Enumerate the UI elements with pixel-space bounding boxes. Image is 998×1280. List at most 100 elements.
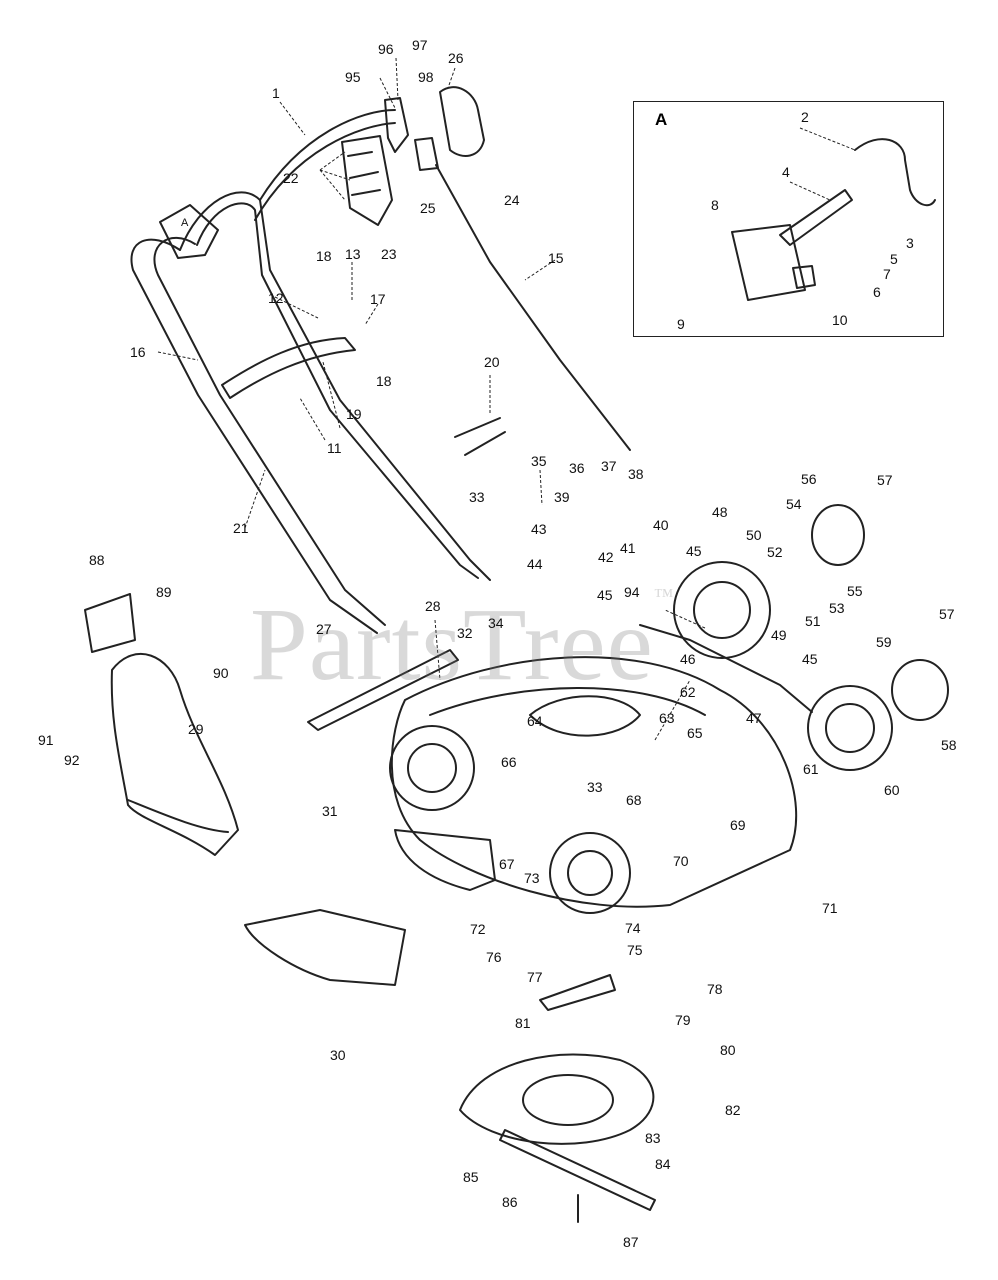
wheel-rear-center	[549, 832, 631, 914]
callout-76: 76	[486, 949, 502, 965]
inset-lever-4	[779, 189, 853, 246]
engine-mount	[529, 695, 641, 737]
callout-63: 63	[659, 710, 675, 726]
callout-42: 42	[598, 549, 614, 565]
callout-68: 68	[626, 792, 642, 808]
callout-51: 51	[805, 613, 821, 629]
callout-87: 87	[623, 1234, 639, 1250]
callout-54: 54	[786, 496, 802, 512]
callout-67: 67	[499, 856, 515, 872]
callout-19: 19	[346, 406, 362, 422]
callout-81: 81	[515, 1015, 531, 1031]
callout-92: 92	[64, 752, 80, 768]
callout-inset-5: 5	[890, 251, 898, 267]
cross-bar	[221, 337, 356, 399]
callout-37: 37	[601, 458, 617, 474]
callout-98: 98	[418, 69, 434, 85]
callout-32: 32	[457, 625, 473, 641]
front-axle-47	[639, 624, 813, 713]
callout-33b: 33	[587, 779, 603, 795]
deck-rim	[429, 687, 706, 716]
callout-58: 58	[941, 737, 957, 753]
callout-60: 60	[884, 782, 900, 798]
hubcap-57a	[811, 504, 865, 566]
callout-21: 21	[233, 520, 249, 536]
wheel-60	[807, 685, 893, 771]
wheel-48	[673, 561, 771, 659]
callout-48: 48	[712, 504, 728, 520]
callout-40: 40	[653, 517, 669, 533]
callout-inset-7: 7	[883, 266, 891, 282]
callout-1: 1	[272, 85, 280, 101]
throttle-lever	[384, 97, 409, 153]
callout-44: 44	[527, 556, 543, 572]
callout-64: 64	[527, 713, 543, 729]
upper-handle-inner	[196, 202, 479, 579]
callout-16: 16	[130, 344, 146, 360]
callout-30: 30	[330, 1047, 346, 1063]
callout-13: 13	[345, 246, 361, 262]
wheel-rear-left	[389, 725, 475, 811]
door-bracket-88	[84, 593, 136, 653]
callout-33a: 33	[469, 489, 485, 505]
blade-85	[499, 1129, 656, 1211]
callout-86: 86	[502, 1194, 518, 1210]
callout-55: 55	[847, 583, 863, 599]
callout-23: 23	[381, 246, 397, 262]
rear-shield-31	[394, 829, 496, 891]
callout-96: 96	[378, 41, 394, 57]
callout-97: 97	[412, 37, 428, 53]
axle-bar-27	[307, 649, 459, 731]
callout-26: 26	[448, 50, 464, 66]
callout-36: 36	[569, 460, 585, 476]
callout-34: 34	[488, 615, 504, 631]
callout-39: 39	[554, 489, 570, 505]
callout-27: 27	[316, 621, 332, 637]
callout-47: 47	[746, 710, 762, 726]
callout-inset-4: 4	[782, 164, 790, 180]
callout-31: 31	[322, 803, 338, 819]
callout-74: 74	[625, 920, 641, 936]
bolt-20b	[464, 431, 506, 456]
adapter-78	[539, 974, 616, 1011]
bolt-20a	[454, 417, 501, 438]
blade-adapter-82	[459, 1053, 655, 1145]
callout-inset-2: 2	[801, 109, 809, 125]
callout-88: 88	[89, 552, 105, 568]
callout-75: 75	[627, 942, 643, 958]
callout-90: 90	[213, 665, 229, 681]
inset-bracket-8	[731, 224, 806, 301]
callout-94: 94	[624, 584, 640, 600]
control-cable	[435, 164, 631, 451]
callout-57a: 57	[877, 472, 893, 488]
callout-69: 69	[730, 817, 746, 833]
callout-72: 72	[470, 921, 486, 937]
callout-66: 66	[501, 754, 517, 770]
control-bracket-a	[159, 204, 219, 259]
callout-82: 82	[725, 1102, 741, 1118]
callout-78: 78	[707, 981, 723, 997]
callout-25: 25	[420, 200, 436, 216]
callout-52: 52	[767, 544, 783, 560]
callout-15: 15	[548, 250, 564, 266]
callout-53: 53	[829, 600, 845, 616]
callout-38: 38	[628, 466, 644, 482]
callout-73: 73	[524, 870, 540, 886]
cover-24	[439, 86, 485, 157]
callout-35: 35	[531, 453, 547, 469]
watermark-text: PartsTree	[250, 587, 654, 702]
mower-deck	[390, 656, 798, 908]
callout-inset-6: 6	[873, 284, 881, 300]
callout-57b: 57	[939, 606, 955, 622]
callout-62: 62	[680, 684, 696, 700]
rear-chute-rim	[127, 799, 229, 833]
watermark: PartsTree™	[250, 585, 674, 704]
callout-45c: 45	[802, 651, 818, 667]
upper-handle	[179, 191, 491, 581]
callout-83: 83	[645, 1130, 661, 1146]
callout-inset-9: 9	[677, 316, 685, 332]
callout-11: 11	[327, 440, 342, 456]
callout-85: 85	[463, 1169, 479, 1185]
lower-handle	[130, 238, 378, 634]
callout-inset-10: 10	[832, 312, 848, 328]
